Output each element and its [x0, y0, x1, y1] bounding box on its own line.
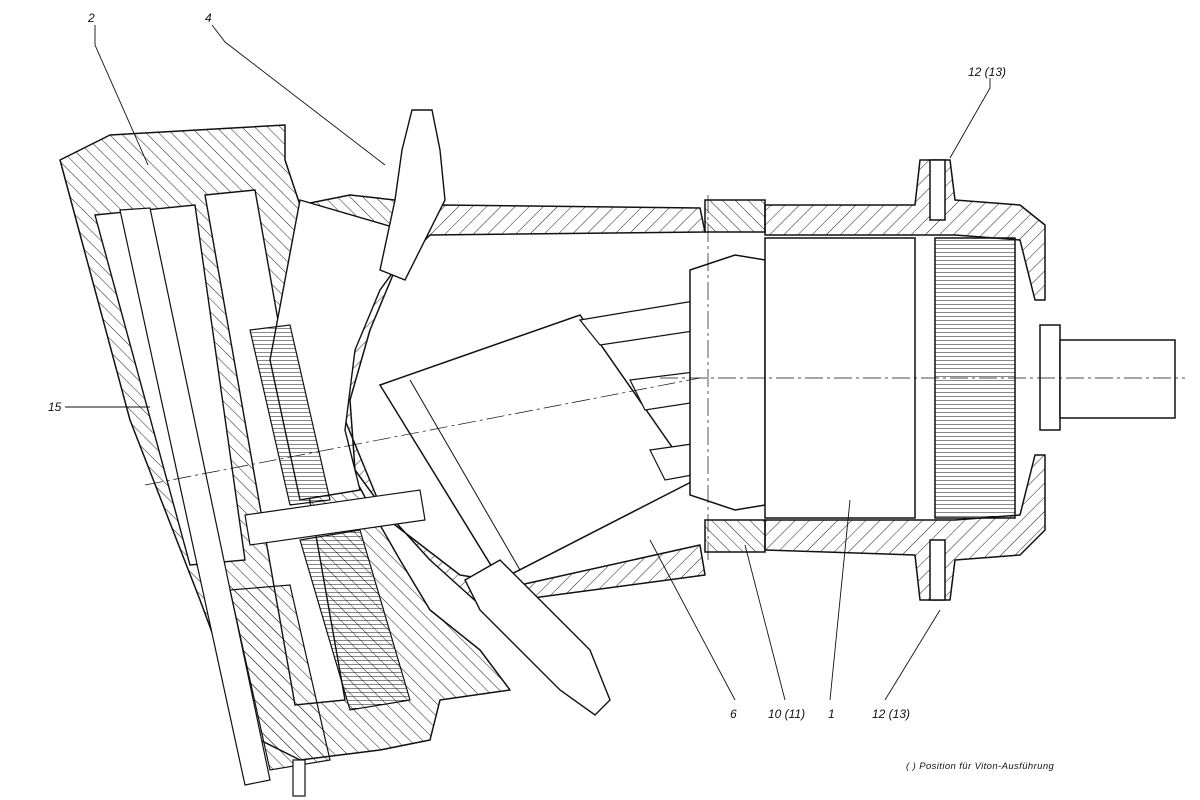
- seal-ring-top: [704, 199, 766, 233]
- lower-valve-block: [229, 584, 331, 771]
- spring-coil: [249, 324, 331, 506]
- callout-labels: 2 4 12 (13) 15 6 10 (11) 1 12 (13) ( ) P…: [48, 11, 1055, 772]
- flange-bolt-bottom: [929, 539, 946, 601]
- crossbar: [244, 489, 426, 546]
- adjust-screw: [292, 759, 306, 797]
- spring-coil-lower: [299, 529, 411, 711]
- callout-10-11: 10 (11): [768, 707, 805, 721]
- shaft-collar: [1039, 324, 1061, 431]
- callout-1: 1: [828, 707, 835, 721]
- callout-15: 15: [48, 400, 62, 414]
- callout-12-13-top: 12 (13): [968, 65, 1006, 79]
- callout-2: 2: [87, 11, 95, 25]
- callout-4: 4: [205, 11, 212, 25]
- drive-flange: [689, 254, 766, 511]
- cylinder-block-body: [378, 314, 697, 581]
- upper-stop-screw: [379, 109, 446, 281]
- output-shaft: [1059, 339, 1176, 419]
- seal-ring-bottom: [704, 519, 766, 553]
- centerlines: [144, 195, 1185, 560]
- rear-housing-lower: [764, 454, 1046, 601]
- cylinder-block: [378, 299, 721, 581]
- footnote-viton: ( ) Position für Viton-Ausführung: [906, 761, 1055, 772]
- callout-6: 6: [730, 707, 737, 721]
- flange-bolt-top: [929, 159, 946, 221]
- rear-housing: [764, 159, 1046, 301]
- control-piston: [119, 207, 426, 797]
- lower-stop-screw: [464, 559, 611, 716]
- control-rod: [119, 207, 271, 786]
- drive-shaft-assembly: [689, 159, 1176, 601]
- callout-12-13-bottom: 12 (13): [872, 707, 910, 721]
- stop-screws: [379, 109, 611, 716]
- leader-lines: [65, 24, 991, 701]
